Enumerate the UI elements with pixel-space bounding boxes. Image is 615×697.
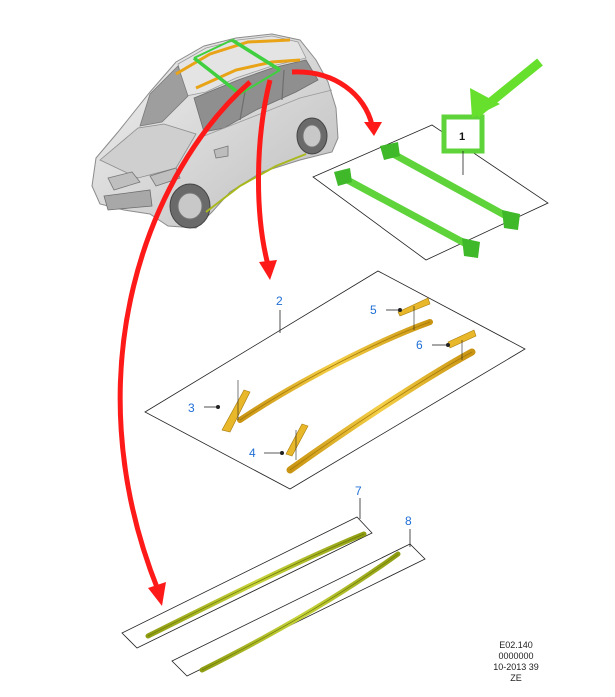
arrowhead-icon [259,260,277,280]
arrowhead-icon [364,122,382,136]
pointer-arrow-head-icon [470,88,500,118]
panel-trim-8: 8 [171,514,426,677]
callout-2-label: 2 [276,294,283,308]
callout-7-label: 7 [355,484,362,498]
panel-trim-7: 7 [121,484,373,649]
reference-line-4: ZE [510,673,522,683]
callout-8-label: 8 [405,514,412,528]
callout-4-label: 4 [249,446,256,460]
reference-code-block: E02.140 0000000 10-2013 39 ZE [486,640,546,684]
reference-line-3: 10-2013 39 [493,662,539,672]
panel-crossbars: 1 [312,58,549,261]
callout-5-label: 5 [370,303,377,317]
vehicle-illustration [91,33,339,229]
callout-6-label: 6 [416,338,423,352]
reference-arrows [117,69,382,606]
panel-roof-rails: 2 3 4 5 6 [144,270,526,490]
arrowhead-icon [148,582,166,606]
callout-1-label: 1 [459,131,465,143]
callout-3-label: 3 [188,401,195,415]
reference-line-2: 0000000 [498,651,534,661]
reference-line-1: E02.140 [499,640,533,650]
